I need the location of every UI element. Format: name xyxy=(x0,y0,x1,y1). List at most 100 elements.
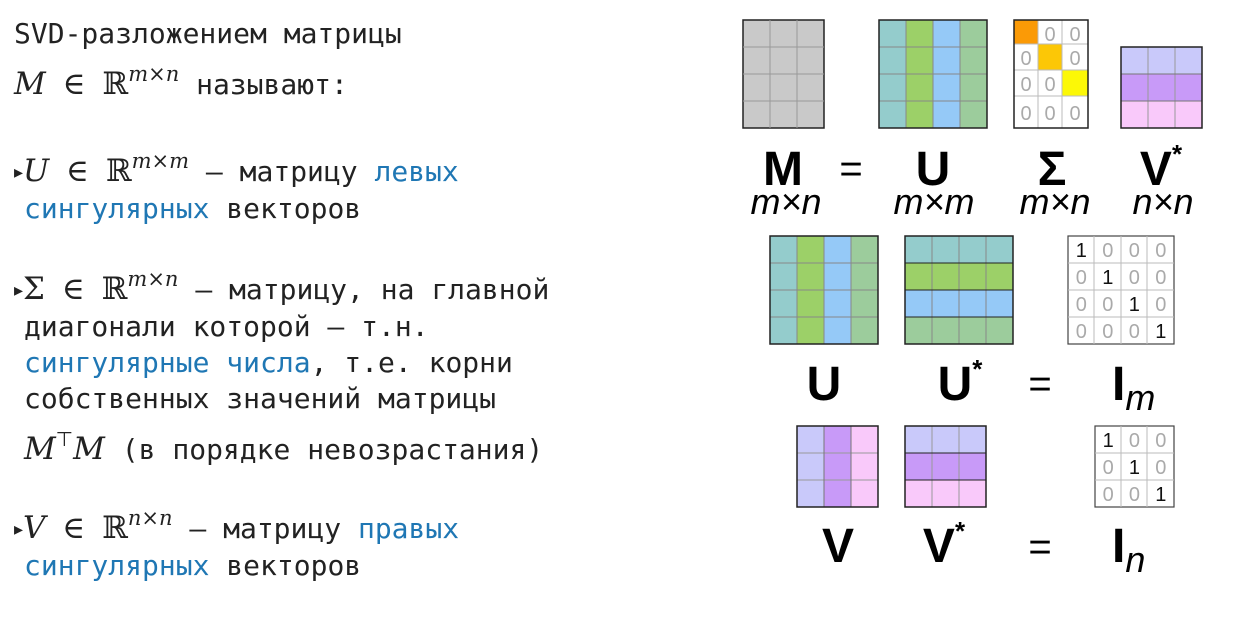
intro-line-1: SVD-разложением матрицы xyxy=(14,17,402,50)
identity-cell: 0 xyxy=(1076,294,1087,316)
identity-cell: 0 xyxy=(1103,484,1114,506)
sigma-cell: 0 xyxy=(1069,48,1080,70)
v-item-line-2: сингулярных векторов xyxy=(14,548,459,584)
identity-cell: 1 xyxy=(1155,484,1166,506)
dims-m-n: m×n xyxy=(128,62,180,86)
identity-cell: 0 xyxy=(1102,240,1113,262)
label-V-row3: V xyxy=(822,520,854,573)
label-sigma: Σ xyxy=(1038,143,1067,196)
real-numbers-symbol: ℝ xyxy=(102,66,129,102)
sigma-item: ▸Σ ∈ ℝm×n — матрицу, на главной диагонал… xyxy=(14,261,549,468)
u-highlight-left: левых xyxy=(374,155,459,188)
u-item-vectors: векторов xyxy=(226,192,362,225)
v-item: ▸V ∈ ℝn×n — матрицу правых сингулярных в… xyxy=(14,500,459,584)
label-identity-m: Im xyxy=(1112,358,1155,418)
equals-sign: = xyxy=(839,147,862,191)
sigma-cell: 0 xyxy=(1044,74,1055,96)
identity-cell: 0 xyxy=(1102,321,1113,343)
element-of-symbol: ∈ xyxy=(61,271,85,307)
label-identity-n: In xyxy=(1112,520,1145,580)
dims-sigma: m×n xyxy=(1019,181,1090,222)
real-numbers-symbol: ℝ xyxy=(102,510,128,546)
real-numbers-symbol: ℝ xyxy=(101,271,128,307)
label-Vstar: V* xyxy=(1140,139,1183,196)
intro-paragraph: SVD-разложением матрицы M ∈ ℝm×n называю… xyxy=(14,16,402,103)
label-M: M xyxy=(763,143,803,196)
v-highlight-right: правых xyxy=(357,512,460,545)
dims-m-m: m×m xyxy=(131,149,190,173)
element-of-symbol: ∈ xyxy=(62,66,86,102)
identity-cell: 0 xyxy=(1103,457,1114,479)
intro-line-2: M ∈ ℝm×n называют: xyxy=(14,56,402,103)
identity-cell: 0 xyxy=(1129,321,1140,343)
sigma-cell: 0 xyxy=(1044,103,1055,125)
sigma-cell: 0 xyxy=(1044,24,1055,46)
sigma-cell: 0 xyxy=(1020,74,1031,96)
identity-cell: 1 xyxy=(1129,294,1140,316)
equals-sign: = xyxy=(1028,525,1051,569)
label-Ustar-row2: U* xyxy=(938,354,984,411)
identity-cell: 1 xyxy=(1103,430,1114,452)
identity-cell: 0 xyxy=(1129,240,1140,262)
transpose-symbol: ⊤ xyxy=(55,427,74,451)
sigma-item-line-5: M⊤M (в порядке невозрастания) xyxy=(14,421,549,468)
matrix-Ustar-block xyxy=(904,235,1014,345)
matrix-U-block-row2 xyxy=(769,235,879,345)
identity-cell: 0 xyxy=(1155,457,1166,479)
identity-cell: 0 xyxy=(1155,294,1166,316)
sigma-item-line-3: сингулярные числа, т.е. корни xyxy=(14,345,549,381)
sigma-highlight: сингулярные числа xyxy=(24,346,311,379)
u-item-line-1: ▸U ∈ ℝm×m — матрицу левых xyxy=(14,143,459,191)
label-U-row2: U xyxy=(807,358,842,411)
u-item-line-2: сингулярных векторов xyxy=(14,191,459,227)
sigma-item-line-4: собственных значений матрицы xyxy=(24,382,497,415)
matrix-V-block xyxy=(796,425,879,508)
matrix-M-symbol: M xyxy=(73,431,105,467)
dims-Vstar: n×n xyxy=(1132,181,1193,222)
matrix-M-symbol: M xyxy=(14,66,46,102)
element-of-symbol: ∈ xyxy=(66,153,89,189)
identity-cell: 1 xyxy=(1155,321,1166,343)
u-highlight-singular: сингулярных xyxy=(24,192,210,225)
identity-cell: 1 xyxy=(1129,457,1140,479)
identity-cell: 1 xyxy=(1076,240,1087,262)
matrix-U-block xyxy=(878,19,988,129)
sigma-cell: 0 xyxy=(1020,48,1031,70)
identity-cell: 0 xyxy=(1129,484,1140,506)
matrix-M-block xyxy=(742,19,825,129)
identity-cell: 0 xyxy=(1129,267,1140,289)
u-item: ▸U ∈ ℝm×m — матрицу левых сингулярных ве… xyxy=(14,143,459,227)
matrix-U-symbol: U xyxy=(23,153,50,189)
bullet-icon: ▸ xyxy=(14,162,24,183)
v-highlight-singular: сингулярных xyxy=(24,549,210,582)
matrix-sigma-symbol: Σ xyxy=(23,271,45,307)
v-item-text: — матрицу xyxy=(189,512,342,545)
sigma-item-line-2: диагонали которой — т.н. xyxy=(24,310,429,343)
v-item-vectors: векторов xyxy=(226,549,362,582)
real-numbers-symbol: ℝ xyxy=(105,153,132,189)
intro-tail: называют: xyxy=(196,68,348,101)
identity-cell: 0 xyxy=(1155,430,1166,452)
matrix-sigma-block: 0 0 0 0 0 0 0 0 0 xyxy=(1013,19,1089,129)
dims-U: m×m xyxy=(894,181,975,222)
sigma-item-text: — матрицу, на главной xyxy=(195,273,550,306)
equals-sign: = xyxy=(1028,362,1051,406)
sigma-cell: 0 xyxy=(1069,103,1080,125)
matrix-Vstar-block-row3 xyxy=(904,425,987,508)
bullet-icon: ▸ xyxy=(14,519,24,540)
identity-cell: 0 xyxy=(1102,294,1113,316)
sigma-cell: 0 xyxy=(1069,24,1080,46)
v-item-line-1: ▸V ∈ ℝn×n — матрицу правых xyxy=(14,500,459,548)
sigma-item-line-1: ▸Σ ∈ ℝm×n — матрицу, на главной xyxy=(14,261,549,309)
sigma-cell: 0 xyxy=(1020,103,1031,125)
element-of-symbol: ∈ xyxy=(62,510,86,546)
dims-n-n: n×n xyxy=(127,506,173,530)
identity-cell: 0 xyxy=(1129,430,1140,452)
sigma-item-line-5-tail: (в порядке невозрастания) xyxy=(121,433,544,466)
sigma-item-line-3-tail: , т.е. корни xyxy=(310,346,513,379)
label-Vstar-row3: V* xyxy=(923,516,966,573)
bullet-icon: ▸ xyxy=(14,280,24,301)
